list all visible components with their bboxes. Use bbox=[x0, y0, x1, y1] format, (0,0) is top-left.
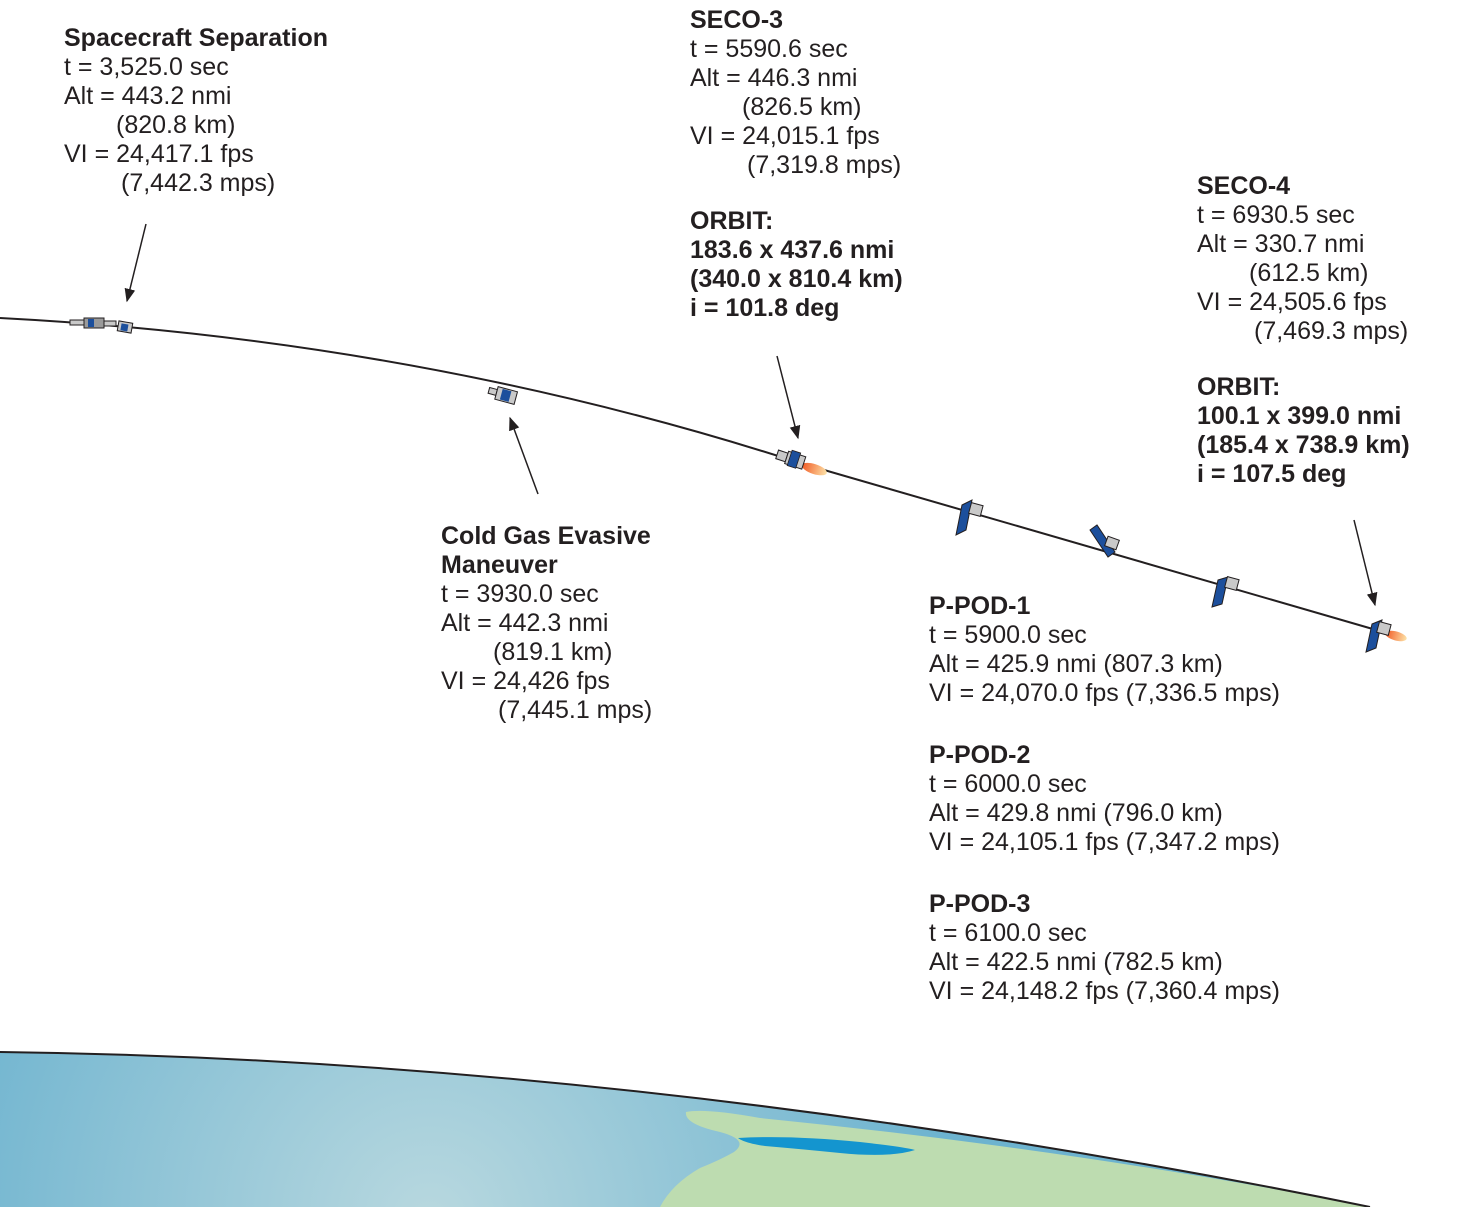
seco3-altitude-km: (826.5 km) bbox=[742, 93, 862, 121]
seco4-orbit-nmi: 100.1 x 399.0 nmi bbox=[1197, 402, 1402, 430]
ppod1-label: P-POD-1 t = 5900.0 sec Alt = 425.9 nmi (… bbox=[929, 592, 1280, 708]
seco3-arrow bbox=[776, 355, 801, 440]
ppod1-title: P-POD-1 bbox=[929, 592, 1031, 620]
cold-gas-title-line1: Cold Gas Evasive bbox=[441, 522, 651, 550]
seco3-altitude: Alt = 446.3 nmi bbox=[690, 64, 858, 92]
seco3-orbit-nmi: 183.6 x 437.6 nmi bbox=[690, 236, 895, 264]
cold-gas-label: Cold Gas Evasive Maneuver t = 3930.0 sec… bbox=[441, 522, 652, 725]
cold-gas-time: t = 3930.0 sec bbox=[441, 580, 599, 608]
seco4-velocity-mps: (7,469.3 mps) bbox=[1254, 317, 1409, 345]
seco3-spacecraft-icon bbox=[775, 449, 827, 476]
ppod1-spacecraft-icon bbox=[955, 499, 984, 536]
seco3-orbit-label: ORBIT: bbox=[690, 207, 774, 235]
cold-gas-altitude-km: (819.1 km) bbox=[493, 638, 613, 666]
lake bbox=[738, 1137, 915, 1155]
seco3-time: t = 5590.6 sec bbox=[690, 35, 848, 63]
ppod3-velocity: VI = 24,148.2 fps (7,360.4 mps) bbox=[929, 977, 1280, 1005]
seco4-altitude: Alt = 330.7 nmi bbox=[1197, 230, 1365, 258]
earth bbox=[0, 1051, 1371, 1207]
separation-label: Spacecraft Separation t = 3,525.0 sec Al… bbox=[64, 24, 328, 198]
separation-altitude-km: (820.8 km) bbox=[116, 111, 236, 139]
seco3-velocity: VI = 24,015.1 fps bbox=[690, 122, 880, 150]
ppod3-label: P-POD-3 t = 6100.0 sec Alt = 422.5 nmi (… bbox=[929, 890, 1280, 1006]
seco3-velocity-mps: (7,319.8 mps) bbox=[747, 151, 902, 179]
ppod3-spacecraft-icon bbox=[1211, 576, 1240, 608]
ppod1-time: t = 5900.0 sec bbox=[929, 621, 1087, 649]
ppod3-title: P-POD-3 bbox=[929, 890, 1031, 918]
ppod2-velocity: VI = 24,105.1 fps (7,347.2 mps) bbox=[929, 828, 1280, 856]
seco4-orbit-label: ORBIT: bbox=[1197, 373, 1281, 401]
cold-gas-velocity: VI = 24,426 fps bbox=[441, 667, 610, 695]
cold-gas-altitude: Alt = 442.3 nmi bbox=[441, 609, 609, 637]
ppod2-title: P-POD-2 bbox=[929, 741, 1031, 769]
separation-velocity-mps: (7,442.3 mps) bbox=[121, 169, 276, 197]
seco4-title: SECO-4 bbox=[1197, 172, 1291, 200]
cold-gas-title-line2: Maneuver bbox=[441, 551, 558, 579]
ppod2-time: t = 6000.0 sec bbox=[929, 770, 1087, 798]
cold-gas-arrow bbox=[509, 416, 539, 495]
seco4-orbit-km: (185.4 x 738.9 km) bbox=[1197, 431, 1410, 459]
seco3-title: SECO-3 bbox=[690, 6, 784, 34]
horizon-line bbox=[0, 1051, 1371, 1207]
seco3-label: SECO-3 t = 5590.6 sec Alt = 446.3 nmi (8… bbox=[690, 6, 903, 323]
ppod3-time: t = 6100.0 sec bbox=[929, 919, 1087, 947]
trajectory-line bbox=[0, 317, 1391, 635]
ppod2-altitude: Alt = 429.8 nmi (796.0 km) bbox=[929, 799, 1223, 827]
seco4-time: t = 6930.5 sec bbox=[1197, 201, 1355, 229]
separation-arrow bbox=[124, 223, 147, 303]
separation-title: Spacecraft Separation bbox=[64, 24, 328, 52]
separation-velocity: VI = 24,417.1 fps bbox=[64, 140, 254, 168]
separation-time: t = 3,525.0 sec bbox=[64, 53, 229, 81]
separation-altitude: Alt = 443.2 nmi bbox=[64, 82, 232, 110]
seco4-inclination: i = 107.5 deg bbox=[1197, 460, 1347, 488]
ppod2-spacecraft-icon bbox=[1089, 524, 1120, 558]
cold-gas-velocity-mps: (7,445.1 mps) bbox=[498, 696, 653, 724]
seco4-arrow bbox=[1353, 519, 1378, 607]
separation-spacecraft-icon bbox=[69, 317, 134, 334]
ppod1-velocity: VI = 24,070.0 fps (7,336.5 mps) bbox=[929, 679, 1280, 707]
ppod2-label: P-POD-2 t = 6000.0 sec Alt = 429.8 nmi (… bbox=[929, 741, 1280, 857]
ppod1-altitude: Alt = 425.9 nmi (807.3 km) bbox=[929, 650, 1223, 678]
seco4-label: SECO-4 t = 6930.5 sec Alt = 330.7 nmi (6… bbox=[1197, 172, 1410, 489]
seco3-orbit-km: (340.0 x 810.4 km) bbox=[690, 265, 903, 293]
cold-gas-spacecraft-icon bbox=[487, 386, 519, 405]
ppod3-altitude: Alt = 422.5 nmi (782.5 km) bbox=[929, 948, 1223, 976]
seco4-velocity: VI = 24,505.6 fps bbox=[1197, 288, 1387, 316]
seco3-inclination: i = 101.8 deg bbox=[690, 294, 840, 322]
landmass bbox=[660, 1110, 1370, 1207]
seco4-spacecraft-icon bbox=[1365, 619, 1407, 653]
seco4-altitude-km: (612.5 km) bbox=[1249, 259, 1369, 287]
